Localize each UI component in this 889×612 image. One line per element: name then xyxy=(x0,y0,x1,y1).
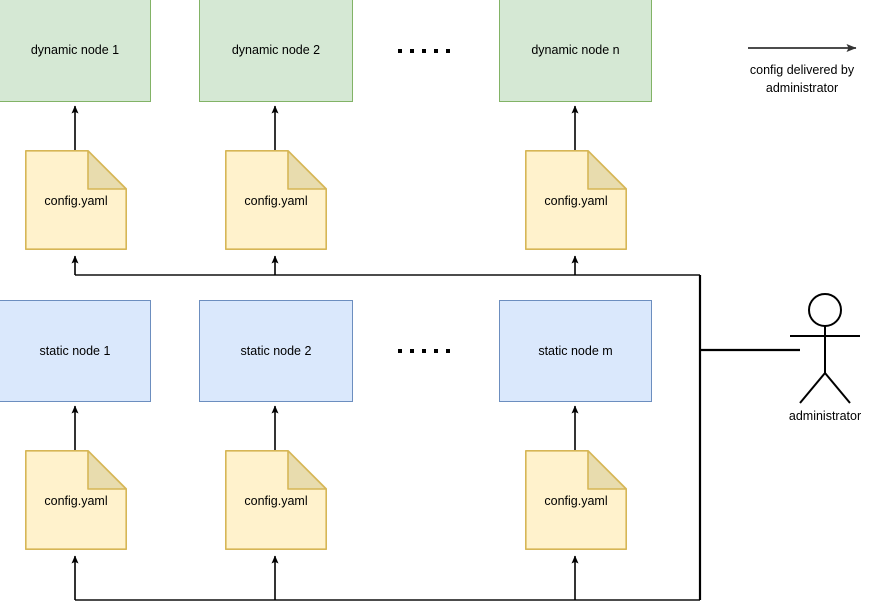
dynamic-node-2[interactable]: dynamic node 2 xyxy=(199,0,353,102)
note-shape-icon xyxy=(225,150,327,250)
config-note-dynamic-n[interactable]: config.yaml xyxy=(525,150,627,250)
ellipsis-dot xyxy=(410,349,414,353)
ellipsis-dot xyxy=(422,49,426,53)
ellipsis-dot xyxy=(434,49,438,53)
config-note-dynamic-1[interactable]: config.yaml xyxy=(25,150,127,250)
note-shape-icon xyxy=(525,150,627,250)
actor-leg-left xyxy=(799,372,826,404)
static-node-2[interactable]: static node 2 xyxy=(199,300,353,402)
config-note-static-m[interactable]: config.yaml xyxy=(525,450,627,550)
note-shape-icon xyxy=(225,450,327,550)
static-node-1[interactable]: static node 1 xyxy=(0,300,151,402)
ellipsis-dot xyxy=(398,49,402,53)
ellipsis-dot xyxy=(446,349,450,353)
administrator-label: administrator xyxy=(788,409,862,423)
actor-head-icon xyxy=(808,293,842,327)
static-node-1-label: static node 1 xyxy=(39,343,111,358)
static-node-m-label: static node m xyxy=(538,343,613,358)
dynamic-nodes-ellipsis xyxy=(398,49,450,53)
static-node-m[interactable]: static node m xyxy=(499,300,652,402)
note-shape-icon xyxy=(525,450,627,550)
legend-label-line1: config delivered by xyxy=(749,63,855,77)
config-note-dynamic-2[interactable]: config.yaml xyxy=(225,150,327,250)
dynamic-node-1-label: dynamic node 1 xyxy=(30,43,120,57)
config-note-static-1[interactable]: config.yaml xyxy=(25,450,127,550)
ellipsis-dot xyxy=(410,49,414,53)
administrator-actor-figure xyxy=(790,293,860,404)
ellipsis-dot xyxy=(422,349,426,353)
dynamic-node-1[interactable]: dynamic node 1 xyxy=(0,0,151,102)
ellipsis-dot xyxy=(446,49,450,53)
static-nodes-ellipsis xyxy=(398,349,450,353)
legend-label: config delivered by administrator xyxy=(677,62,889,98)
config-note-static-2[interactable]: config.yaml xyxy=(225,450,327,550)
ellipsis-dot xyxy=(398,349,402,353)
dynamic-node-n-label: dynamic node n xyxy=(531,43,620,57)
note-shape-icon xyxy=(25,150,127,250)
dynamic-node-n[interactable]: dynamic node n xyxy=(499,0,652,102)
dynamic-node-2-label: dynamic node 2 xyxy=(231,43,321,57)
static-node-2-label: static node 2 xyxy=(240,343,312,358)
actor-leg-right xyxy=(824,372,851,404)
legend-label-line2: administrator xyxy=(765,80,839,95)
note-shape-icon xyxy=(25,450,127,550)
ellipsis-dot xyxy=(434,349,438,353)
